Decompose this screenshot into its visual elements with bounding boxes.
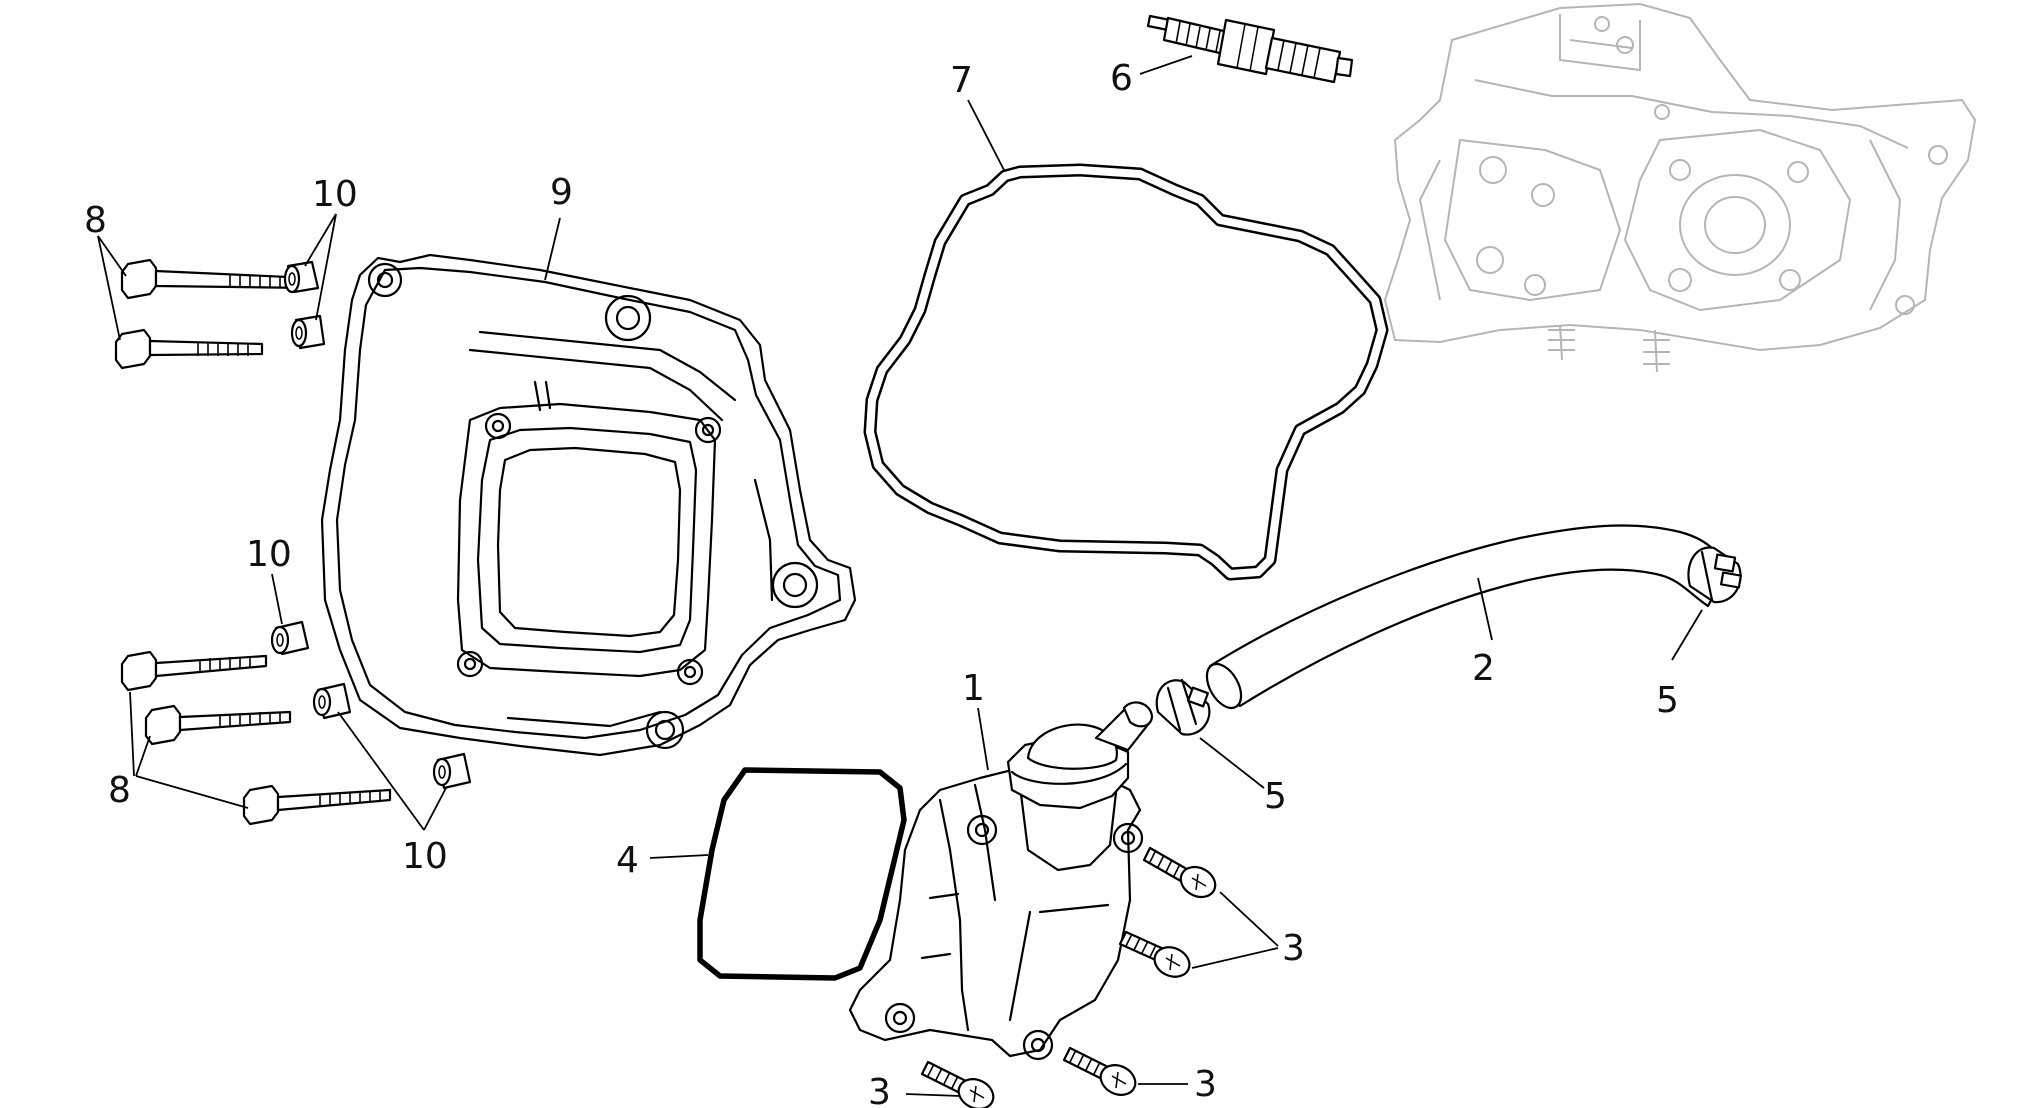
valve-cover-gasket-part (863, 163, 1389, 581)
callout-6: 6 (1110, 58, 1133, 99)
callout-10-lower: 10 (402, 836, 448, 877)
breather-hose-part (1205, 524, 1728, 710)
spacer-upper-1 (283, 260, 320, 294)
callout-8-upper: 8 (84, 200, 107, 241)
screw-1 (1142, 846, 1217, 899)
valve-cover-part (320, 253, 857, 757)
spacer-upper-2 (290, 314, 326, 350)
hose-clamp-left (1155, 678, 1211, 736)
callout-3-right: 3 (1282, 928, 1305, 969)
o-ring-seal-part (697, 767, 907, 981)
spacer-lower-3 (432, 752, 472, 790)
callout-8-lower: 8 (108, 770, 131, 811)
callout-10-middle: 10 (246, 534, 292, 575)
callout-2: 2 (1472, 648, 1495, 689)
hose-clamp-right (1687, 546, 1743, 604)
screw-4 (1062, 1046, 1137, 1096)
callout-9: 9 (550, 172, 573, 213)
callout-10-upper: 10 (312, 174, 358, 215)
spacer-lower-1 (270, 620, 310, 656)
spacer-lower-2 (312, 682, 352, 720)
callout-4: 4 (616, 840, 639, 881)
bolt-lower-3 (242, 784, 392, 826)
screw-3 (920, 1060, 995, 1108)
cylinder-head-part (1383, 2, 1977, 373)
callout-3-bottom-right: 3 (1194, 1064, 1217, 1105)
screw-2 (1118, 930, 1191, 978)
callout-3-bottom-left: 3 (868, 1072, 891, 1108)
callout-1: 1 (962, 668, 985, 709)
leader-lines (97, 55, 1703, 1097)
bolt-lower-1 (120, 650, 268, 692)
callout-5-right: 5 (1656, 680, 1679, 721)
callout-5-left: 5 (1264, 776, 1287, 817)
spark-plug-part (1146, 14, 1354, 84)
bolt-upper-1 (120, 258, 312, 300)
bolt-upper-2 (114, 328, 264, 370)
callout-7: 7 (950, 60, 973, 101)
bolt-lower-2 (144, 704, 292, 746)
breather-body-part (848, 701, 1154, 1061)
